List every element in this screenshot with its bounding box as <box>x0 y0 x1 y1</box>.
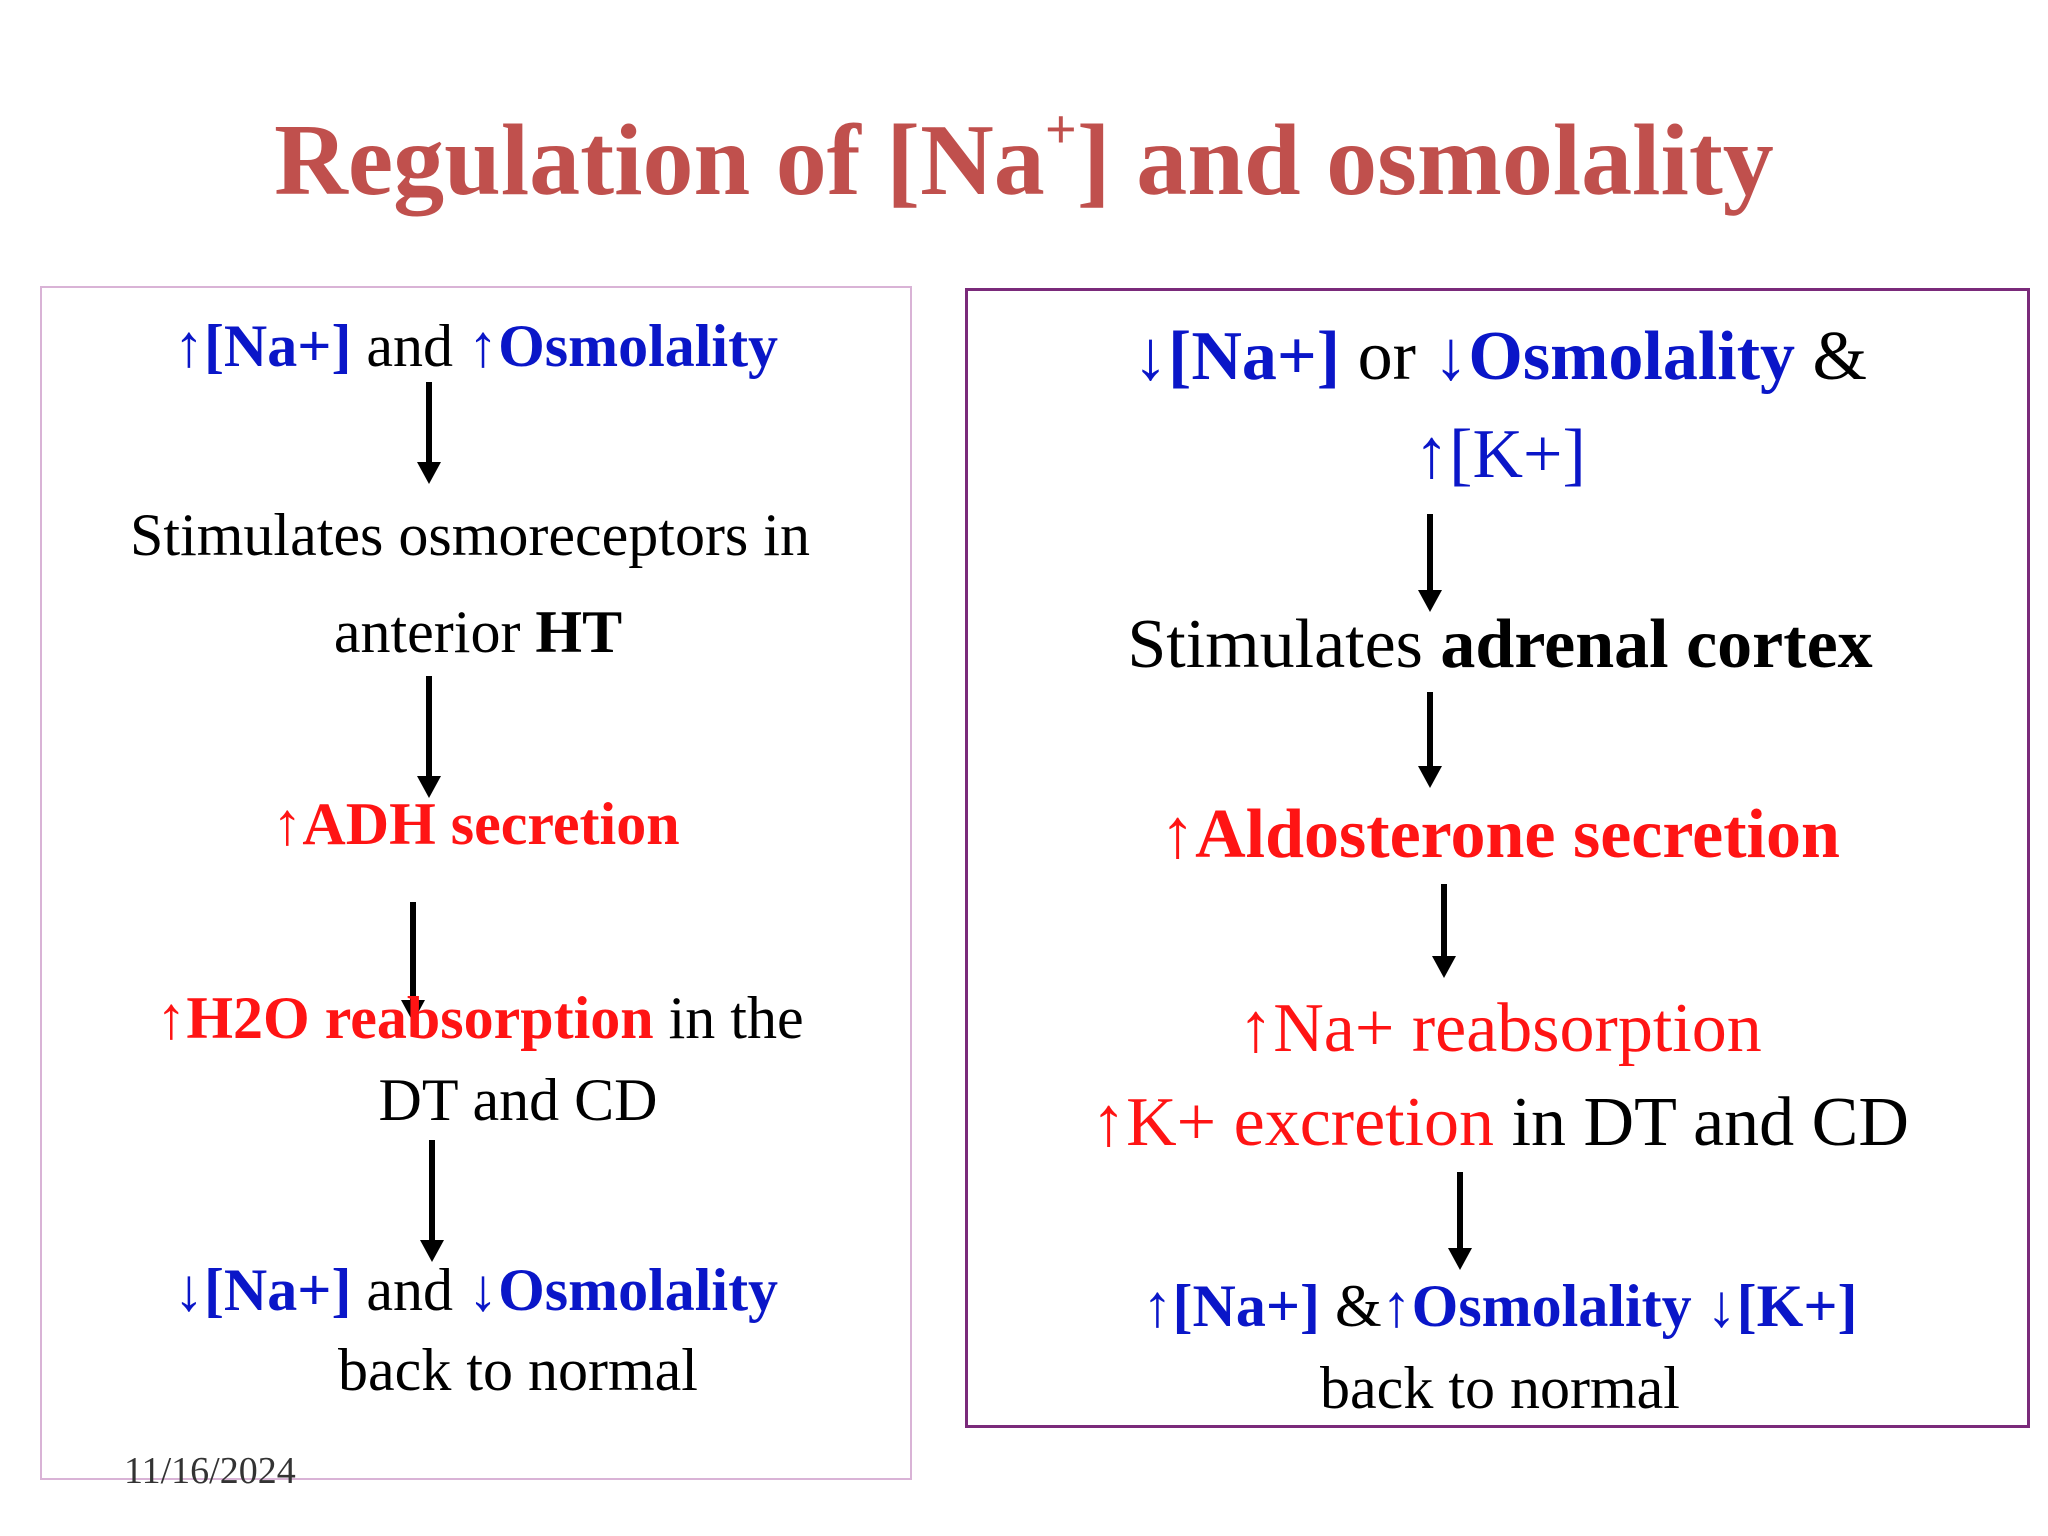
title-part-2: ] and osmolality <box>1076 104 1774 217</box>
right-stimulates-text: Stimulates <box>1127 606 1441 683</box>
left-step-1: ↑[Na+] and ↑Osmolality <box>174 316 778 376</box>
slide-title: Regulation of [Na+] and osmolality <box>0 100 2048 222</box>
left-adh-secretion: ↑ADH secretion <box>272 791 680 857</box>
left-h2o-reabsorption: ↑H2O reabsorption <box>156 985 654 1051</box>
right-step-1a: ↓[Na+] or ↓Osmolality & <box>1133 322 1867 392</box>
left-conjunction-1: and <box>351 313 469 379</box>
right-k-excretion: ↑K+ excretion <box>1091 1084 1495 1161</box>
left-conjunction-2: and <box>351 1257 469 1323</box>
right-ampersand: & <box>1795 318 1867 395</box>
left-step-5b: back to normal <box>338 1337 698 1403</box>
left-step-4b: DT and CD <box>378 1067 658 1133</box>
title-part-1: Regulation of [Na <box>274 104 1045 217</box>
right-or-text: or <box>1340 318 1434 395</box>
left-ht-text: HT <box>535 599 623 665</box>
slide-date: 11/16/2024 <box>124 1450 296 1492</box>
left-na-increase: ↑[Na+] <box>173 313 352 379</box>
right-na-increase: ↑[Na+] <box>1142 1273 1320 1339</box>
right-step-2: Stimulates adrenal cortex <box>1127 610 1872 680</box>
left-step-2a: Stimulates osmoreceptors in <box>130 502 810 568</box>
right-step-4b: ↑K+ excretion in DT and CD <box>1091 1088 1909 1158</box>
left-step-4a: ↑H2O reabsorption in the <box>156 988 803 1048</box>
left-anterior-text: anterior <box>333 599 536 665</box>
left-osmolality-decrease: ↓Osmolality <box>468 1257 779 1323</box>
left-in-the: in the <box>653 985 804 1051</box>
left-step-5a: ↓[Na+] and ↓Osmolality <box>174 1260 778 1320</box>
right-aldosterone-secretion: ↑Aldosterone secretion <box>1160 796 1840 873</box>
right-step-5a: ↑[Na+] &↑Osmolality ↓[K+] <box>1143 1276 1858 1336</box>
right-na-decrease: ↓[Na+] <box>1133 318 1341 395</box>
left-step-2b: anterior HT <box>334 602 622 662</box>
right-k-increase: ↑[K+] <box>1414 416 1586 493</box>
left-osmolality-increase: ↑Osmolality <box>468 313 779 379</box>
right-k-decrease: ↓[K+] <box>1691 1273 1858 1339</box>
right-ampersand-2: & <box>1319 1273 1382 1339</box>
right-osmolality-increase: ↑Osmolality <box>1381 1273 1692 1339</box>
left-flow-box <box>40 286 912 1480</box>
right-na-reabsorption: ↑Na+ reabsorption <box>1238 990 1762 1067</box>
right-adrenal-cortex: adrenal cortex <box>1440 606 1873 683</box>
right-in-dt-cd: in DT and CD <box>1494 1084 1909 1161</box>
left-na-decrease: ↓[Na+] <box>173 1257 352 1323</box>
right-osmolality-decrease: ↓Osmolality <box>1433 318 1796 395</box>
right-flow-box <box>965 288 2030 1428</box>
title-superscript: + <box>1044 99 1077 161</box>
right-step-5b: back to normal <box>1320 1355 1680 1421</box>
